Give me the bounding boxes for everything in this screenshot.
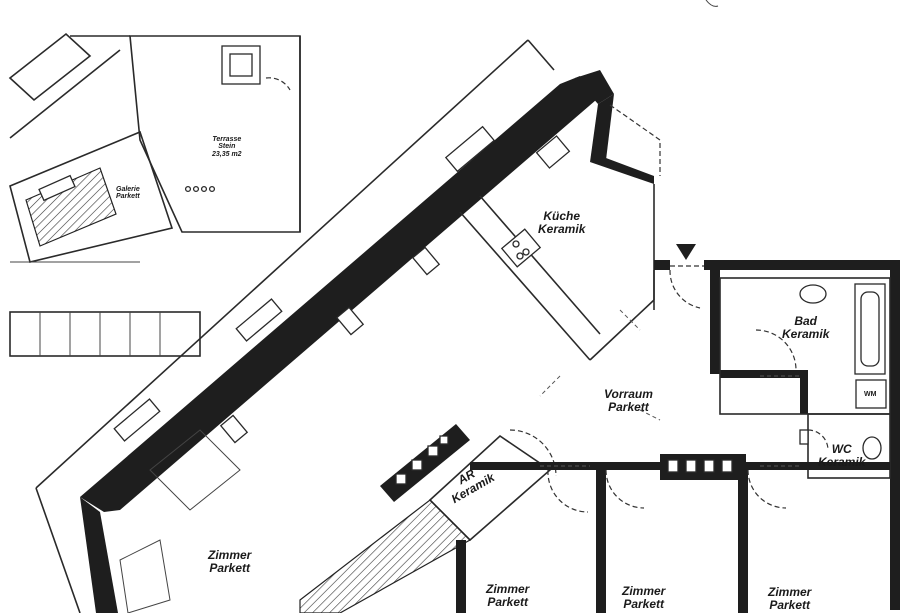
- room-label-bad: Bad Keramik: [782, 315, 829, 340]
- room-floor: Parkett: [769, 597, 811, 612]
- toilet-icon: [862, 436, 882, 460]
- room-name: Vorraum: [604, 387, 653, 401]
- room-name: Galerie: [116, 186, 140, 193]
- sink-icon: [535, 135, 571, 169]
- room-floor: Parkett: [608, 399, 649, 414]
- stove-icon: [500, 228, 542, 268]
- terrace-inset: [8, 32, 301, 263]
- room-label-zimmer-3: Zimmer Parkett: [768, 586, 811, 611]
- washing-machine-label: WM: [864, 391, 877, 398]
- windows: [113, 125, 496, 444]
- entrance-arrow-icon: [676, 244, 696, 260]
- room-floor: Parkett: [209, 560, 251, 575]
- room-name: Küche: [543, 209, 581, 223]
- bathroom: [710, 270, 900, 610]
- interior-outlines: [119, 375, 661, 613]
- room-name: Zimmer: [208, 548, 252, 562]
- room-floor: Stein: [218, 143, 236, 151]
- room-floor: Parkett: [487, 594, 529, 609]
- room-label-vorraum: Vorraum Parkett: [604, 388, 653, 413]
- room-floor: Parkett: [116, 193, 140, 201]
- room-label-galerie: Galerie Parkett: [116, 186, 140, 201]
- room-floor: Keramik: [818, 454, 866, 469]
- room-name: Zimmer: [768, 585, 812, 599]
- wc: [799, 413, 891, 479]
- room-name: Zimmer: [486, 582, 530, 596]
- room-name: WC: [831, 442, 852, 456]
- room-name: Zimmer: [622, 584, 666, 598]
- room-label-kueche: Küche Keramik: [538, 210, 585, 235]
- stairs-icon: [299, 499, 471, 613]
- room-floor: Keramik: [782, 326, 830, 341]
- entrance: [653, 244, 900, 310]
- room-label-zimmer-main: Zimmer Parkett: [208, 549, 251, 574]
- room-label-wc: WC Keramik: [818, 443, 865, 468]
- room-area: 23,35 m2: [212, 150, 242, 158]
- room-name: Terrasse: [212, 136, 242, 143]
- room-label-terrasse: Terrasse Stein 23,35 m2: [212, 136, 242, 158]
- balcony-railing: [9, 311, 201, 357]
- storage-ar: [299, 424, 557, 613]
- washbasin-icon: [799, 284, 827, 304]
- lower-partitions: [456, 454, 890, 613]
- room-name: Bad: [794, 314, 818, 328]
- room-floor: Parkett: [623, 596, 665, 611]
- room-label-zimmer-1: Zimmer Parkett: [486, 583, 529, 608]
- room-floor: Keramik: [538, 221, 586, 236]
- outer-walls: [35, 39, 654, 613]
- room-label-zimmer-2: Zimmer Parkett: [622, 585, 665, 610]
- gallery-stair-icon: [25, 167, 117, 247]
